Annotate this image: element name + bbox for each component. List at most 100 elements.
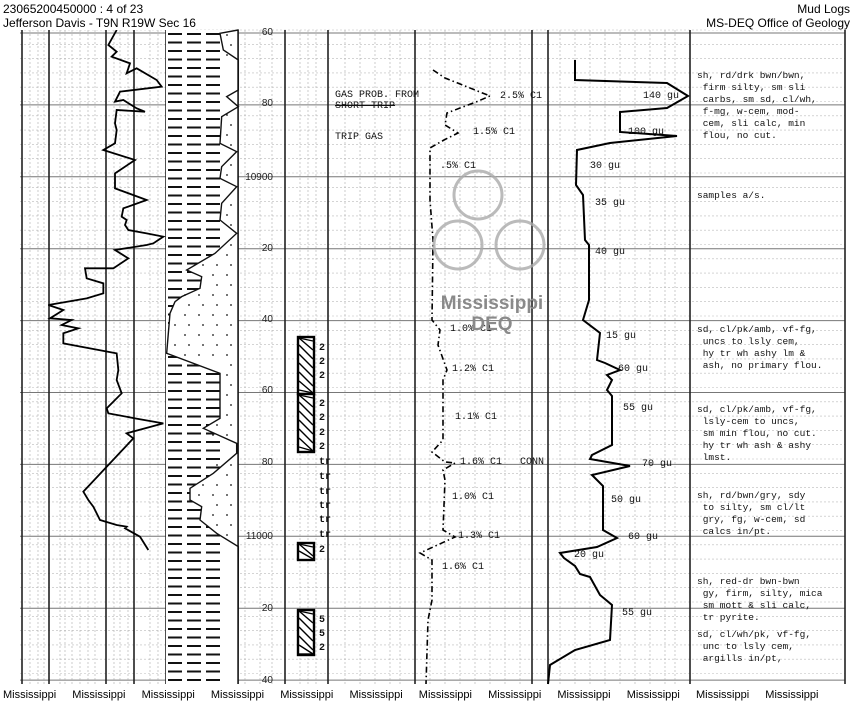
sand-dot — [212, 514, 214, 516]
sand-dot — [216, 344, 218, 346]
depth-label: 40 — [261, 675, 273, 686]
sand-dot — [226, 474, 228, 476]
cuttings-percent: 2 — [319, 371, 326, 382]
lithology-description: sh, red-dr bwn-bwn gy, firm, silty, mica… — [697, 576, 823, 623]
gas-chromatograph-curve — [418, 69, 493, 685]
sand-dot — [226, 254, 228, 256]
sand-dot — [230, 344, 232, 346]
sand-dot — [230, 384, 232, 386]
sand-dot — [230, 44, 232, 46]
drill-rate-curve — [47, 29, 166, 551]
cuttings-hatch — [298, 410, 314, 426]
sand-dot — [212, 274, 214, 276]
sand-dot — [212, 434, 214, 436]
sand-dot — [230, 124, 232, 126]
sand-dot — [230, 324, 232, 326]
sand-dot — [212, 494, 214, 496]
sand-dot — [226, 374, 228, 376]
sand-dot — [230, 304, 232, 306]
lithology-description: sh, rd/bwn/gry, sdy to silty, sm cl/lt g… — [697, 490, 806, 537]
cuttings-percent: 2 — [319, 357, 326, 368]
cuttings-percent: 2 — [319, 399, 326, 410]
cuttings-hatch — [298, 380, 314, 394]
cuttings-hatch — [298, 550, 314, 560]
cuttings-hatch — [298, 353, 314, 369]
sand-dot — [226, 494, 228, 496]
sand-dot — [202, 264, 204, 266]
cuttings-percent: tr — [319, 457, 332, 468]
sand-dot — [216, 264, 218, 266]
sand-dot — [212, 334, 214, 336]
cuttings-hatch — [298, 362, 314, 378]
sand-dot — [184, 314, 186, 316]
footer-watermark: Mississippi — [3, 689, 57, 701]
sand-dot — [230, 464, 232, 466]
sand-dot — [212, 314, 214, 316]
sand-dot — [226, 174, 228, 176]
footer-watermark: Mississippi — [626, 689, 680, 701]
footer-watermark: Mississippi — [280, 689, 334, 701]
sand-dot — [230, 484, 232, 486]
cuttings-hatch — [298, 610, 314, 624]
cuttings-percent: tr — [319, 501, 332, 512]
sand-dot — [226, 274, 228, 276]
cuttings-percent: tr — [319, 487, 332, 498]
gas-label: .5% C1 — [440, 161, 477, 172]
gas-label: CONN — [520, 457, 545, 468]
cuttings-hatch — [298, 344, 314, 360]
cuttings-percent: 2 — [319, 343, 326, 354]
sand-dot — [216, 284, 218, 286]
sand-dot — [198, 494, 200, 496]
sand-dot — [184, 294, 186, 296]
sand-dot — [230, 264, 232, 266]
footer-watermark: Mississippi — [765, 689, 819, 701]
total-gas-label: 40 gu — [595, 247, 626, 258]
sand-dot — [184, 354, 186, 356]
depth-label: 20 — [261, 243, 273, 254]
depth-label: 11000 — [245, 531, 273, 542]
sand-dot — [230, 524, 232, 526]
gas-label: 2.5% C1 — [500, 91, 543, 102]
sand-dot — [230, 284, 232, 286]
sand-dot — [230, 204, 232, 206]
sand-dot — [216, 504, 218, 506]
cuttings-percent: 5 — [319, 615, 326, 626]
remark-short-trip: SHORT TRIP — [335, 101, 396, 112]
total-gas-label: 140 gu — [643, 91, 680, 102]
sand-dot — [212, 294, 214, 296]
gas-label: 1.6% C1 — [460, 457, 503, 468]
lithology-description: sd, cl/pk/amb, vf-fg, uncs to lsly cem, … — [697, 324, 823, 371]
total-gas-label: 20 gu — [574, 550, 605, 561]
depth-label: 80 — [261, 457, 273, 468]
gas-label: 1.5% C1 — [473, 127, 516, 138]
sand-dot — [202, 344, 204, 346]
footer-watermark: Mississippi — [696, 689, 750, 701]
cuttings-hatch — [298, 394, 314, 399]
sand-dot — [198, 354, 200, 356]
cuttings-hatch — [298, 644, 314, 655]
depth-label: 60 — [261, 385, 273, 396]
sand-dot — [230, 364, 232, 366]
sand-dot — [216, 464, 218, 466]
cuttings-hatch — [298, 543, 314, 548]
sand-dot — [226, 34, 228, 36]
sand-dot — [226, 114, 228, 116]
footer-watermark: Mississippi — [72, 689, 126, 701]
depth-label: 20 — [261, 603, 273, 614]
sand-dot — [216, 524, 218, 526]
watermark-line2: DEQ — [471, 314, 513, 335]
sand-dot — [230, 504, 232, 506]
cuttings-hatch — [298, 419, 314, 435]
cuttings-percent: 5 — [319, 629, 326, 640]
footer-watermark: Mississippi — [418, 689, 472, 701]
lithology-description: sd, cl/wh/pk, vf-fg, unc to lsly cem, ar… — [697, 629, 812, 664]
cuttings-percent: 2 — [319, 428, 326, 439]
cuttings-hatch — [298, 394, 314, 408]
cuttings-hatch — [298, 371, 314, 387]
sand-dot — [226, 434, 228, 436]
sand-dot — [226, 414, 228, 416]
sand-dot — [184, 334, 186, 336]
sand-dot — [216, 324, 218, 326]
sand-dot — [188, 304, 190, 306]
